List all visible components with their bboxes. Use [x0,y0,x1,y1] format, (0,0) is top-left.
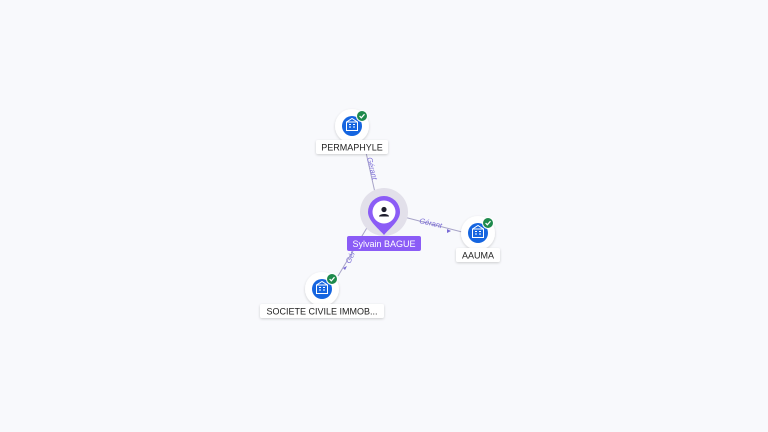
edge-label-sci: Gér [344,249,358,265]
company-node-permaphyle[interactable]: PERMAPHYLE [316,109,388,154]
edge-label-aauma: Gérant [419,216,444,230]
company-name-permaphyle: PERMAPHYLE [321,143,383,153]
company-label-box [260,304,384,318]
company-label-box [456,248,500,262]
edge-line-permaphyle [364,147,377,198]
company-name-sci: SOCIETE CIVILE IMMOB... [266,307,377,317]
verified-badge-icon [326,273,338,285]
edge-line-aauma [399,215,463,233]
person-label-box [347,236,421,251]
edge-label-permaphyle: Gérant [365,156,380,181]
edge-arrow-sci [343,266,347,270]
company-node-aauma[interactable]: AAUMA [456,216,500,262]
verified-badge-icon [356,110,368,122]
person-name: Sylvain BAGUE [352,239,415,249]
person-node-center[interactable]: Sylvain BAGUE [347,188,421,251]
company-name-aauma: AAUMA [462,251,494,261]
edge-arrow-aauma [447,229,451,233]
verified-badge-icon [482,217,494,229]
company-label-box [316,140,388,154]
person-icon [379,206,389,217]
company-node-sci[interactable]: SOCIETE CIVILE IMMOB... [260,272,384,318]
